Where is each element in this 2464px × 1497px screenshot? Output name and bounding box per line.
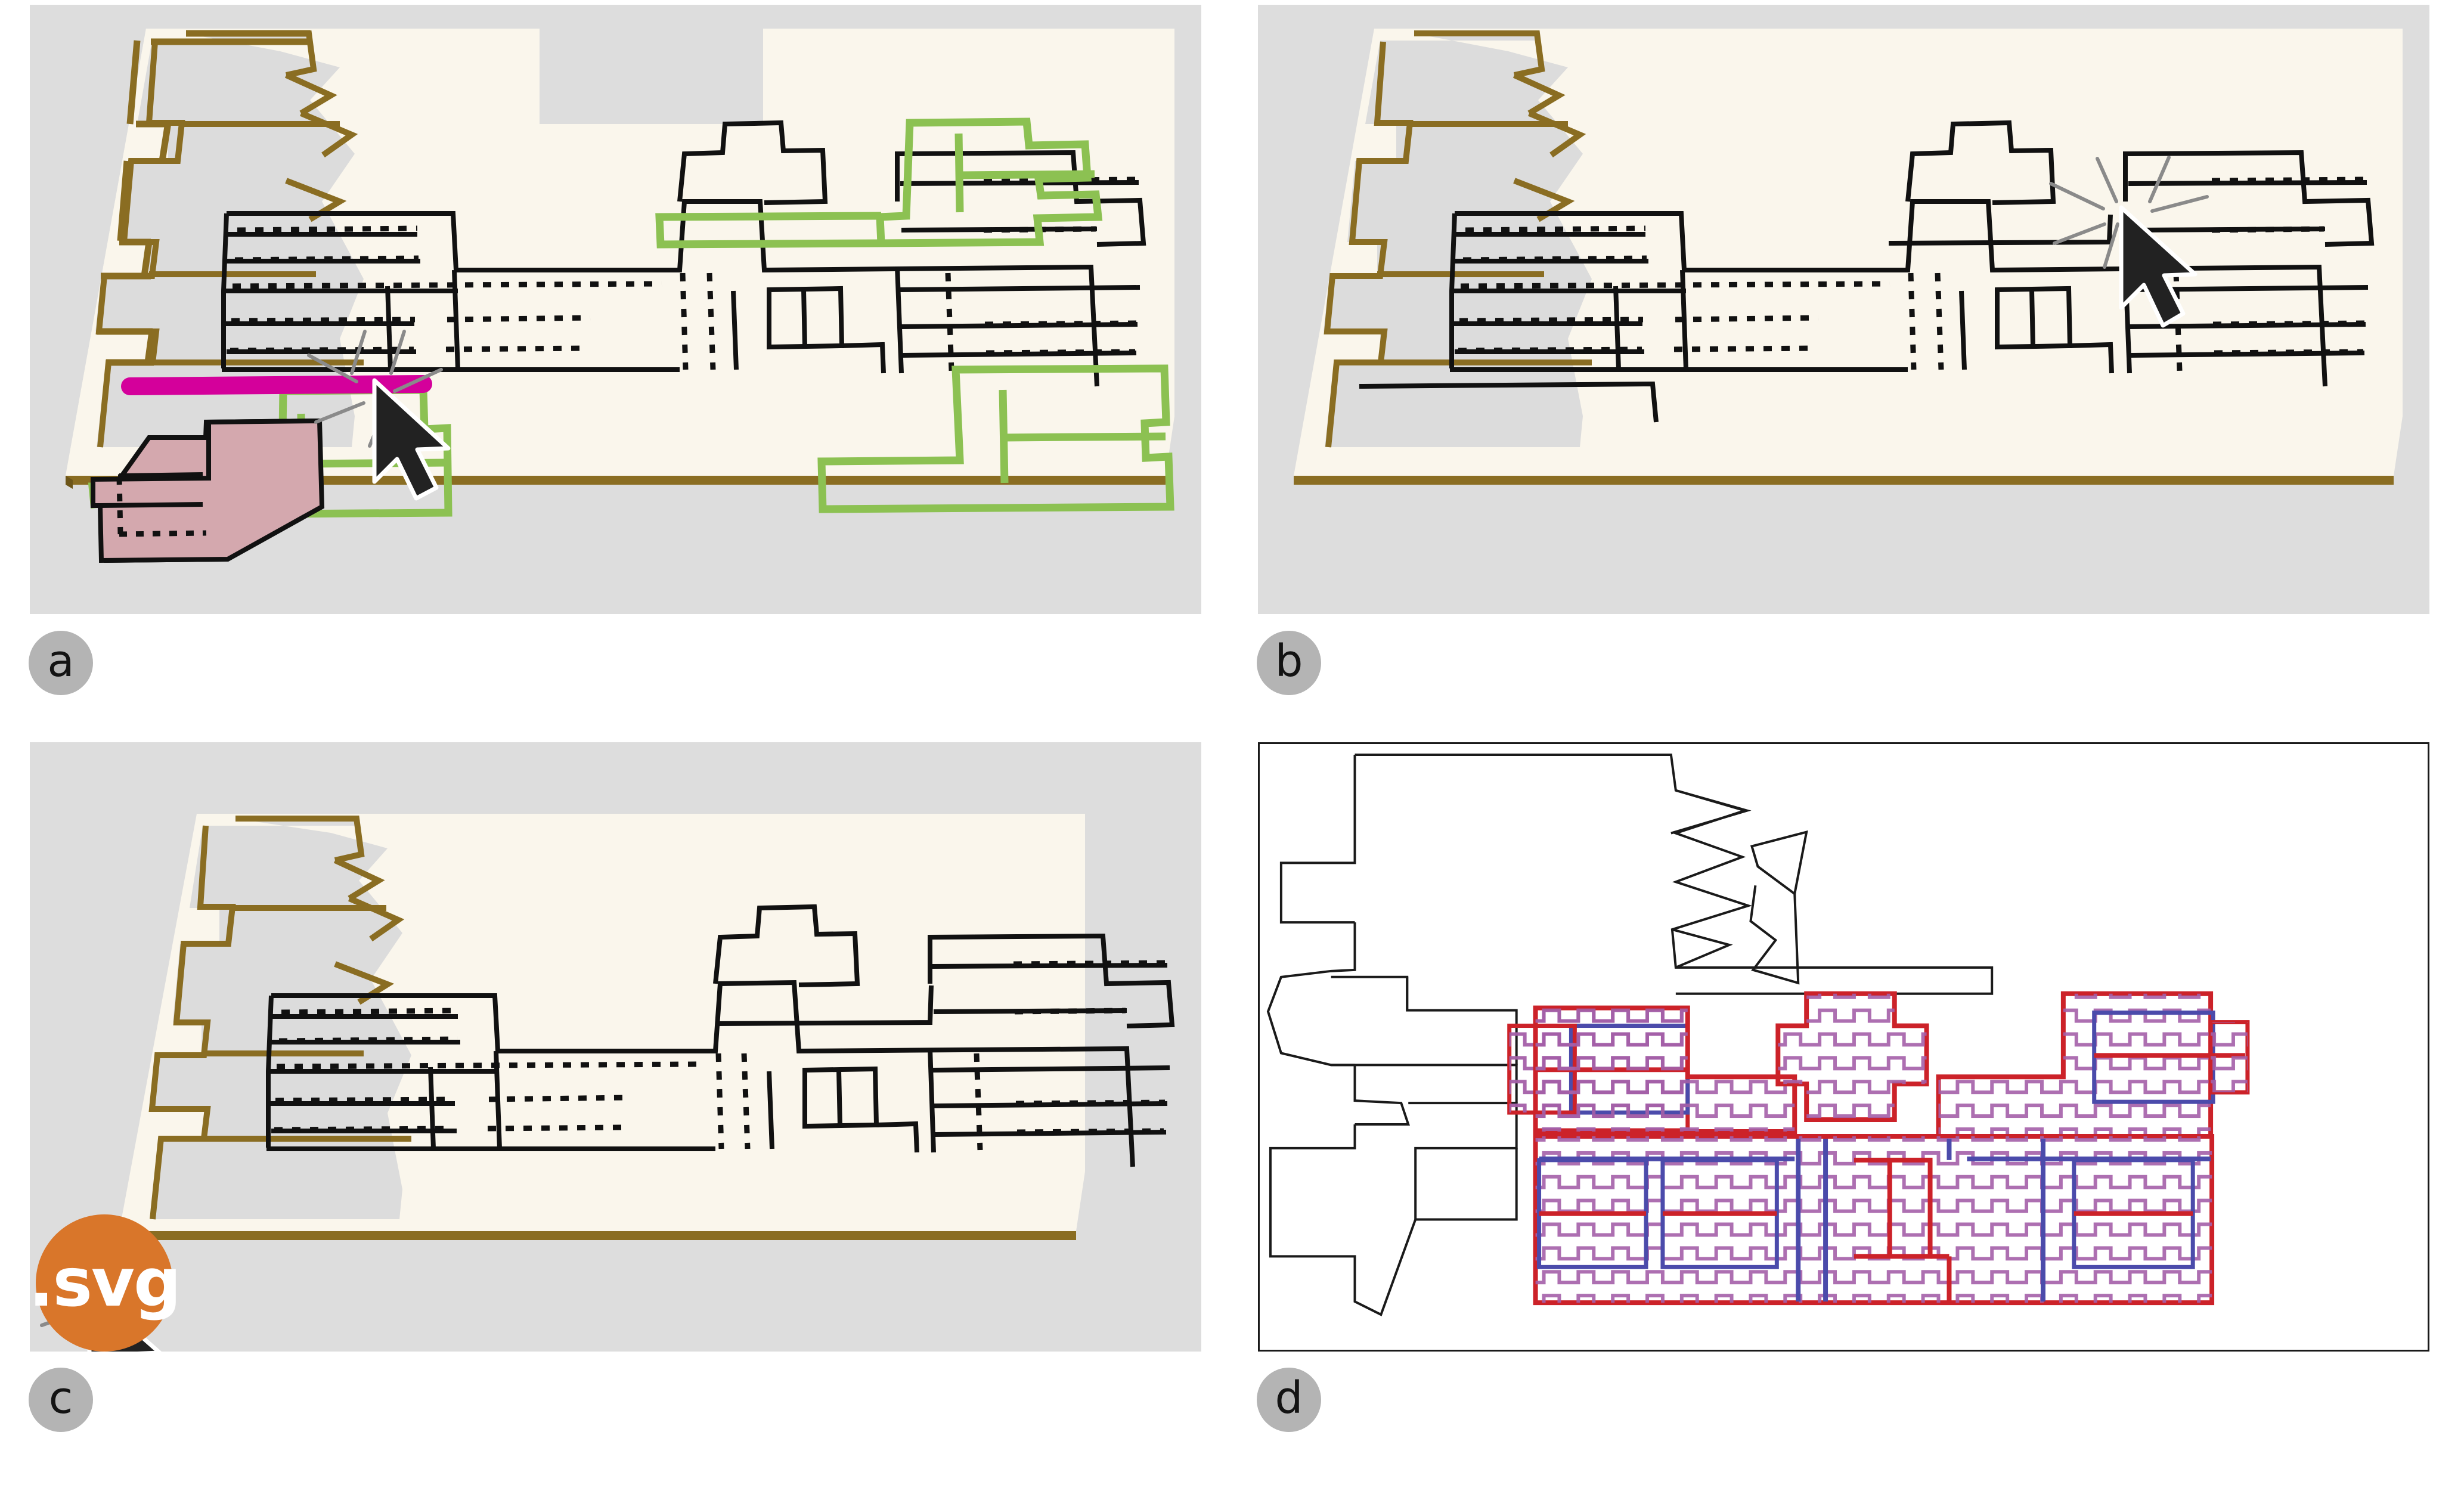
panel-b-viewport[interactable] [1258, 5, 2429, 614]
panel-c-viewport[interactable]: .svg [30, 742, 1201, 1352]
panel-a-scene [66, 29, 1174, 563]
hatched-room-right-strip[interactable] [1936, 991, 2214, 1139]
dotted-walls-b [1458, 176, 2365, 371]
candidate-region-green-right-a[interactable] [817, 364, 1174, 513]
panel-label-a: a [29, 631, 93, 695]
panel-label-c: c [29, 1368, 93, 1432]
arrow-cursor [372, 378, 451, 501]
click-burst-b [2049, 156, 2209, 269]
envelope-detail-a [143, 121, 364, 365]
panel-d-vector-export[interactable] [1258, 742, 2429, 1352]
hatched-rooms-d[interactable] [1507, 991, 2250, 1306]
arrow-cursor [2119, 205, 2198, 328]
dotted-walls-a [230, 176, 1137, 371]
envelope-outline-d [1266, 753, 1994, 1316]
hatched-room-right-upper-inner[interactable] [2092, 1011, 2250, 1104]
courtyard-void-a [95, 33, 364, 447]
svg-export-badge[interactable]: .svg [30, 1214, 181, 1352]
selected-room-dotted-a [116, 473, 207, 537]
dotted-walls-c [274, 960, 1166, 1151]
hatched-block-upper-left[interactable] [1533, 1005, 1797, 1134]
panel-c-scene [39, 814, 1175, 1352]
panel-b-scene [1294, 29, 2403, 485]
hatched-bottom-rooms[interactable] [1537, 1138, 2211, 1302]
candidate-region-green-top-a[interactable] [474, 117, 1103, 249]
panel-label-b: b [1257, 631, 1321, 695]
hatched-room-cross[interactable] [1775, 991, 1929, 1123]
selected-room-a[interactable] [91, 418, 325, 563]
panel-label-d: d [1257, 1368, 1321, 1432]
panel-d-scene [1266, 753, 2250, 1316]
courtyard-void-b [1324, 33, 1592, 447]
building-envelope-c [148, 816, 411, 1220]
panel-a-viewport[interactable] [30, 5, 1201, 614]
